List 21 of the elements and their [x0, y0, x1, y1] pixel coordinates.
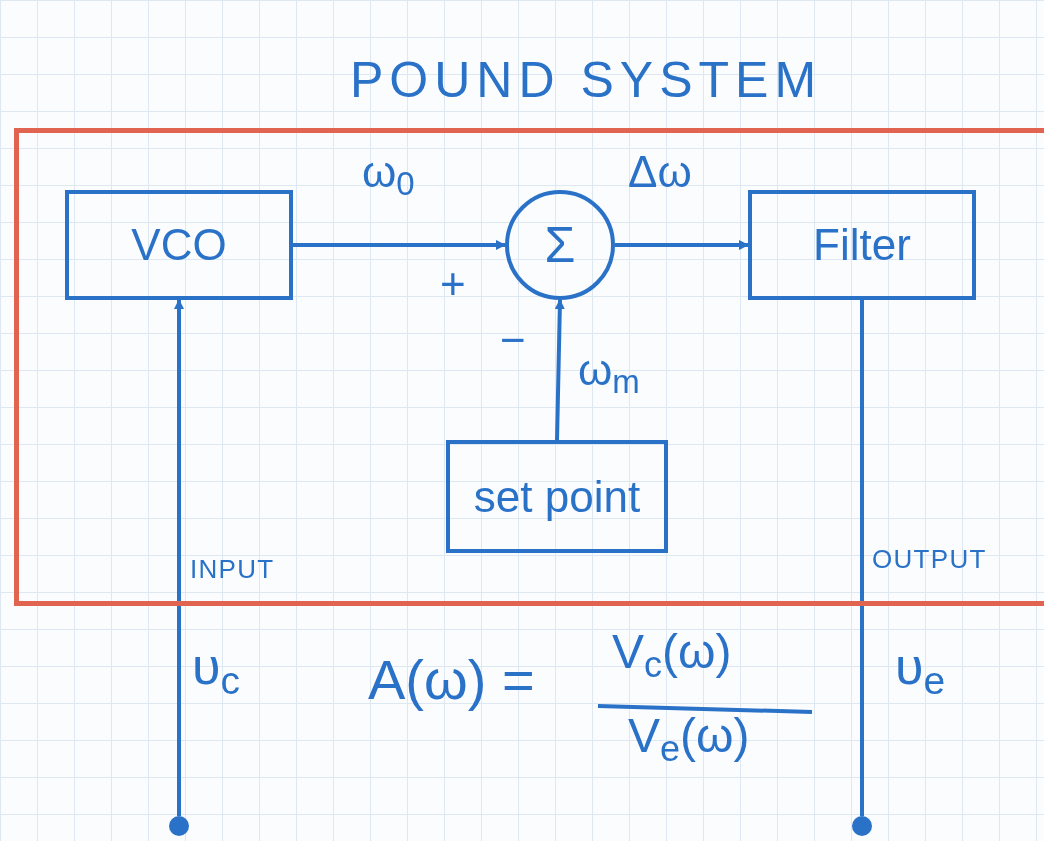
arrow: [174, 299, 184, 816]
block-box: Filter: [748, 190, 976, 300]
arrow: [293, 240, 506, 250]
edge-label: ω$_{m}$: [578, 348, 640, 392]
annotation-text: υ$_{c}$: [192, 640, 240, 692]
annotation-text: +: [440, 262, 466, 306]
block-box: set point: [446, 440, 668, 553]
block-box: VCO: [65, 190, 293, 300]
annotation-text: υ$_{e}$: [895, 640, 946, 692]
edge-label: ω$_{0}$: [362, 150, 415, 194]
node-label: POUND SYSTEM: [350, 55, 823, 105]
annotation-text: V$_{e}$(ω): [628, 712, 750, 760]
arrow: [615, 240, 749, 250]
annotation-text: V$_{c}$(ω): [612, 628, 732, 676]
annotation-text: −: [500, 318, 526, 362]
connector-line: [860, 300, 864, 816]
annotation-text: INPUT: [190, 556, 275, 582]
arrow: [554, 299, 565, 441]
summing-junction: Σ: [505, 190, 615, 300]
annotation-text: OUTPUT: [872, 546, 987, 572]
edge-label: Δω: [628, 150, 692, 194]
